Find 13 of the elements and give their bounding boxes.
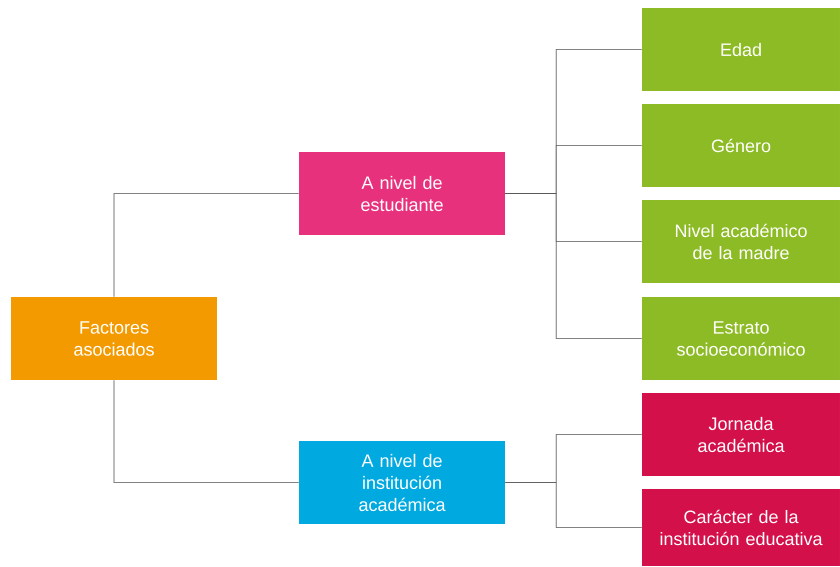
category-box: A nivel de estudiante — [299, 152, 505, 235]
factor-box: Edad — [642, 8, 840, 91]
root-box: Factores asociados — [11, 297, 217, 380]
connector-line — [504, 482, 642, 528]
factor-box: Nivel académico de la madre — [642, 200, 840, 283]
factor-box: Carácter de la institución educativa — [642, 488, 840, 566]
category-box: A nivel de institución académica — [299, 440, 505, 524]
connector-line — [114, 380, 300, 483]
connector-line — [504, 193, 642, 339]
factor-box: Estrato socioeconómico — [642, 297, 840, 380]
factor-box: Género — [642, 104, 840, 187]
factor-box: Jornada académica — [642, 392, 840, 476]
connector-line — [114, 193, 300, 298]
